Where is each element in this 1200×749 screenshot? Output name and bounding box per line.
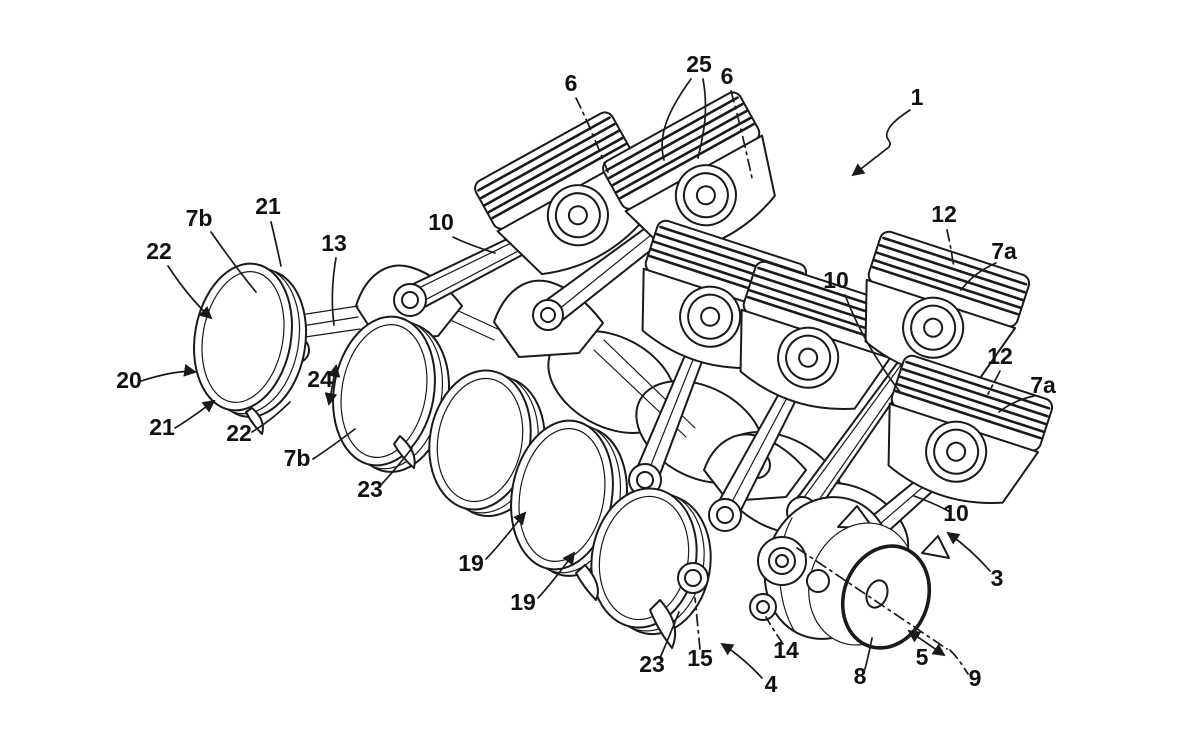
counterweight-flap [393,435,416,469]
leader-19-upper [485,511,527,560]
counterweight [332,315,451,473]
ref-label-19-upper: 19 [458,550,484,576]
leader-10-right [913,495,951,513]
reference-labels: 6 25 6 1 7b 21 22 13 10 20 21 22 24 7b 2… [116,51,1056,697]
leader-7a-bottom [998,395,1035,413]
ref-label-19-lower: 19 [510,589,536,615]
ref-label-23-left: 23 [357,476,383,502]
ref-label-25: 25 [686,51,712,77]
ref-label-23-bottom: 23 [639,651,665,677]
leader-1-arrow [851,109,911,177]
ref-label-22-top: 22 [146,238,172,264]
leader-10-mid [844,294,901,393]
ref-label-14: 14 [773,637,799,663]
leader-25-a [661,78,692,161]
support-arm [451,307,501,331]
counterweight [193,262,308,418]
ref-label-7a-bottom: 7a [1030,372,1056,398]
ref-label-7b-top: 7b [186,205,213,231]
shaft-line [301,316,359,327]
ref-label-6-left: 6 [565,70,578,96]
leader-6-left [575,97,609,173]
leader-22-top [167,265,213,320]
leader-8 [864,637,873,670]
leader-13 [331,257,337,326]
ref-label-21-top: 21 [255,193,281,219]
ref-label-12-mid: 12 [987,343,1013,369]
leader-24-arrow [324,364,341,406]
mounting-lug [921,535,950,559]
leader-7a-top [960,262,997,291]
bolt-hole [806,569,830,593]
leader-4-arrow [720,642,763,679]
leader-25-b [697,78,707,159]
ref-label-9: 9 [969,665,982,691]
leader-10-left [452,236,496,254]
counterweight-flap [575,564,599,601]
shaft-line [304,328,361,338]
leader-12-top [946,229,955,269]
ref-label-22-bottom: 22 [226,420,252,446]
ref-label-3: 3 [991,565,1004,591]
ref-label-15: 15 [687,645,713,671]
counterweight [428,369,546,518]
leader-14 [765,616,784,645]
ref-label-8: 8 [854,663,867,689]
ref-label-10-right: 10 [943,500,969,526]
ref-label-24: 24 [307,366,333,392]
ref-label-7a-top: 7a [991,238,1017,264]
crank-bore [865,579,889,609]
ref-label-10-left: 10 [428,209,454,235]
ref-label-6-right: 6 [721,63,734,89]
support-arm [445,317,495,341]
leader-5-arrow [907,629,946,657]
leader-23-bottom [659,611,680,659]
journal-bearing [684,569,702,587]
leader-6-right [730,90,753,179]
leader-19-lower [537,551,576,599]
ref-label-7b-bottom: 7b [284,445,311,471]
leader-23-left [379,447,413,487]
leader-7b-top [210,231,257,293]
ref-label-12-top: 12 [931,201,957,227]
ref-label-21-bottom: 21 [149,414,175,440]
leader-15 [694,597,701,650]
counterweights [193,262,712,649]
shaft-line [299,305,359,316]
journal-bearing [756,600,770,614]
ref-label-10-mid: 10 [823,267,849,293]
ref-label-5: 5 [916,644,929,670]
ref-label-20: 20 [116,367,142,393]
ref-label-1: 1 [911,84,924,110]
flywheel [749,496,950,650]
leader-21-bottom [174,399,216,429]
leader-lines [140,78,1035,679]
leader-3-arrow [946,531,991,572]
crank-nose-shaft [299,305,361,338]
leader-22-bottom [251,401,291,433]
crank-journal [775,554,789,568]
ref-label-13: 13 [321,230,347,256]
ref-label-4: 4 [765,671,778,697]
leader-12-mid [987,370,1001,395]
leader-7b-bottom [312,428,356,460]
leader-21-top [270,221,282,267]
leader-9 [949,649,969,675]
leader-20 [140,364,197,382]
